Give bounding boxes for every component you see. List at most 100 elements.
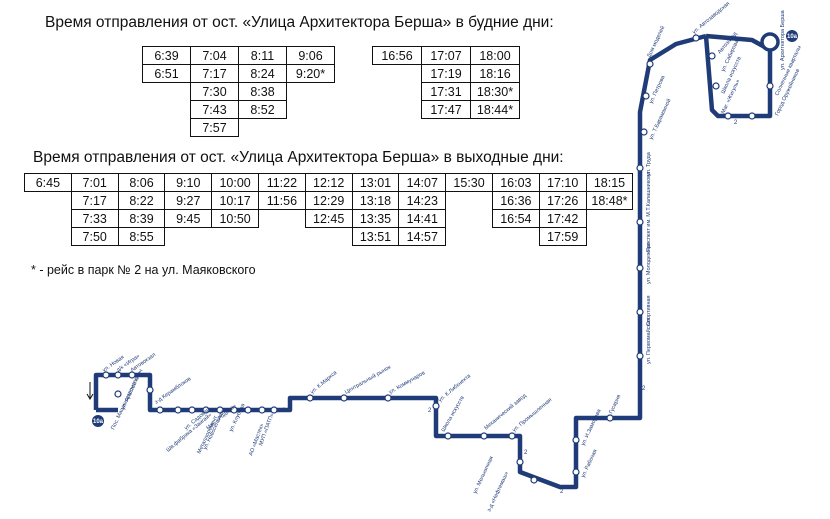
stop-marker — [188, 406, 196, 414]
route-line — [93, 33, 707, 490]
stop-marker — [642, 92, 650, 100]
departure-time: 7:04 — [190, 46, 239, 65]
stop-marker — [258, 406, 266, 414]
stop-marker — [114, 371, 122, 379]
departure-time: 18:15 — [585, 173, 634, 192]
departure-time: 7:01 — [70, 173, 119, 192]
stop-marker — [766, 82, 774, 90]
stop-marker — [432, 402, 440, 410]
segment-number: 2 — [734, 120, 738, 126]
departure-time: 9:20* — [286, 64, 335, 83]
stop-label: Пос. Машиностроителя — [110, 374, 141, 431]
departure-time: 14:23 — [398, 191, 447, 210]
stop-label: ул. Первомайская — [645, 318, 652, 364]
segment-number: 2 — [524, 450, 528, 456]
departure-time: 9:10 — [164, 173, 213, 192]
stop-marker — [724, 112, 732, 120]
departure-time: 8:38 — [238, 82, 287, 101]
departure-time: 10:17 — [211, 191, 259, 210]
stop-marker — [516, 458, 524, 466]
departure-time: 14:57 — [398, 227, 447, 246]
stop-marker — [646, 60, 654, 68]
stop-marker — [640, 128, 648, 136]
departure-time: 7:57 — [190, 118, 239, 137]
stop-marker — [306, 394, 314, 402]
footnote: * - рейс в парк № 2 на ул. Маяковского — [31, 263, 256, 277]
stop-label: Спортивная — [646, 295, 652, 326]
timetable-row: 7:57 — [143, 118, 335, 137]
stop-marker — [708, 52, 716, 60]
stop-label: з-д Керамблоков — [154, 376, 193, 406]
segment-number: 2 — [642, 386, 646, 392]
weekend-heading: Время отправления от ост. «Улица Архитек… — [33, 149, 564, 166]
segment-number: 2 — [560, 489, 564, 495]
stop-marker — [444, 432, 452, 440]
departure-time: 8:52 — [238, 100, 287, 119]
stop-marker — [508, 432, 516, 440]
stop-marker — [636, 218, 644, 226]
stop-marker — [636, 264, 644, 272]
stop-label: ул. Мельничная — [472, 456, 495, 495]
departure-time: 10:50 — [211, 209, 259, 228]
departure-time: 11:22 — [257, 173, 306, 192]
departure-time: 17:47 — [421, 100, 471, 119]
stop-marker — [480, 432, 488, 440]
departure-time: 8:06 — [117, 173, 166, 192]
stop-marker — [636, 352, 644, 360]
departure-time: 7:17 — [190, 64, 239, 83]
stop-marker — [146, 386, 154, 394]
route-badge-top — [786, 30, 798, 42]
departure-time: 7:33 — [70, 209, 119, 228]
departure-time: 17:07 — [421, 46, 471, 65]
departure-time: 18:48* — [585, 191, 634, 210]
stop-marker — [572, 468, 580, 476]
stop-marker — [202, 406, 210, 414]
stop-marker — [114, 390, 122, 398]
route-loop — [703, 33, 773, 119]
stop-label: ул. И.Заморова — [580, 408, 603, 447]
departure-time: 11:56 — [257, 191, 306, 210]
departure-time: 8:55 — [117, 227, 166, 246]
stop-marker — [606, 414, 614, 422]
stop-label: з-д «Нефтемаш» — [486, 471, 510, 513]
stop-marker — [748, 112, 756, 120]
stop-label: Центральный рынок — [344, 363, 393, 395]
arrow-down-icon — [86, 382, 94, 400]
route-badge-top-label: 10а — [787, 34, 798, 40]
stop-marker — [636, 308, 644, 316]
stop-label: ул. Автозаводская — [691, 1, 731, 36]
departure-time: 16:56 — [372, 46, 422, 65]
terminus-ring — [760, 32, 780, 52]
stop-marker — [270, 406, 278, 414]
stop-marker — [216, 406, 224, 414]
stop-marker — [174, 406, 182, 414]
stop-marker — [692, 34, 700, 42]
weekday-heading: Время отправления от ост. «Улица Архитек… — [45, 14, 554, 31]
departure-time: 7:17 — [70, 191, 119, 210]
departure-time: 17:59 — [538, 227, 587, 246]
segment-number: 2 — [428, 408, 432, 414]
stop-marker — [712, 82, 720, 90]
stop-marker — [244, 406, 252, 414]
departure-time: 13:01 — [351, 173, 400, 192]
stop-label: ул. К.Маркса — [309, 369, 339, 395]
stop-marker — [384, 394, 392, 402]
stop-marker — [230, 406, 238, 414]
stop-label: ул. Коммунаров — [388, 370, 426, 396]
departure-time: 12:45 — [304, 209, 353, 228]
departure-time: 18:44* — [470, 100, 520, 119]
departure-time: 18:30* — [470, 82, 520, 101]
segment-number: 2 — [282, 408, 286, 414]
stop-marker — [102, 371, 110, 379]
stop-marker — [530, 476, 538, 484]
departure-time: 14:07 — [398, 173, 447, 192]
